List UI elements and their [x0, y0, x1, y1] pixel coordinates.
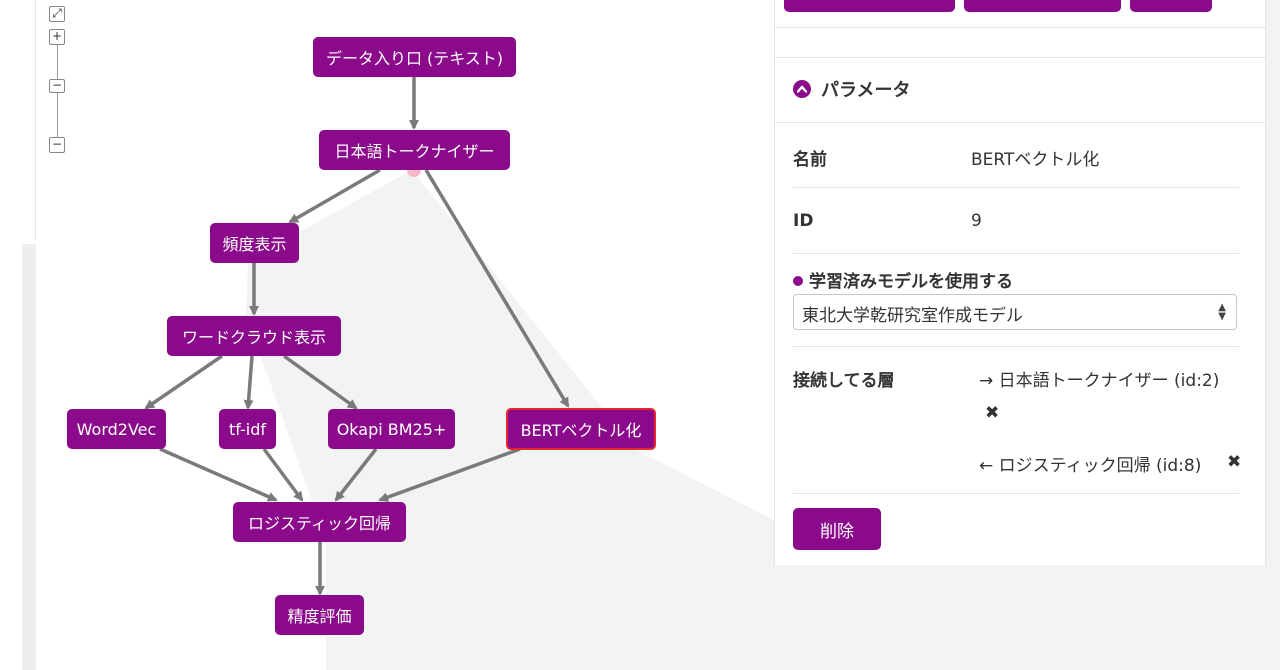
selected-model: 東北大学乾研究室作成モデル: [802, 306, 1023, 326]
node-bert-selected[interactable]: BERTベクトル化: [506, 408, 656, 450]
remove-connection-icon[interactable]: ✖: [1227, 452, 1242, 472]
divider: [775, 27, 1267, 28]
name-label: 名前: [793, 150, 827, 170]
node-tfidf[interactable]: tf-idf: [219, 409, 276, 449]
pretrained-model-select[interactable]: 東北大学乾研究室作成モデル ▲▼: [793, 294, 1237, 330]
graph-canvas[interactable]: ⤢ + − − データ入り口 (テキスト) 日本語トークナイザー 頻度表示 ワー…: [36, 0, 774, 670]
bullet-dot: [793, 276, 803, 286]
canvas-shadow: [246, 170, 774, 670]
zoom-in-icon[interactable]: +: [49, 29, 65, 45]
pretrained-model-label: 学習済みモデルを使用する: [793, 267, 1013, 292]
scrollbar-track[interactable]: [22, 244, 36, 670]
connection-tokenizer[interactable]: → 日本語トークナイザー (id:2): [979, 371, 1220, 391]
node-bm25[interactable]: Okapi BM25+: [328, 409, 455, 449]
toolbar-button-1[interactable]: [784, 0, 955, 12]
node-wordcloud[interactable]: ワードクラウド表示: [167, 316, 341, 356]
pretrained-model-label-text: 学習済みモデルを使用する: [809, 272, 1013, 292]
select-arrows-icon: ▲▼: [1218, 302, 1226, 322]
toolbar-button-3[interactable]: [1130, 0, 1212, 12]
section-title: パラメータ: [821, 80, 911, 101]
row-divider: [793, 187, 1239, 188]
row-divider: [793, 346, 1239, 347]
toolbar-button-2[interactable]: [964, 0, 1121, 12]
parameter-panel: パラメータ 名前 BERTベクトル化 ID 9 学習済みモデルを使用する 東北大…: [774, 0, 1267, 565]
divider: [775, 57, 1267, 58]
connection-logreg[interactable]: ← ロジスティック回帰 (id:8): [979, 456, 1202, 476]
parameter-section-header[interactable]: パラメータ: [793, 76, 910, 102]
node-logistic-regression[interactable]: ロジスティック回帰: [233, 502, 406, 542]
row-divider: [793, 253, 1239, 254]
divider: [775, 122, 1267, 123]
id-label: ID: [793, 211, 814, 231]
node-tokenizer[interactable]: 日本語トークナイザー: [319, 130, 510, 170]
zoom-slider[interactable]: [57, 44, 58, 144]
zoom-out-icon[interactable]: −: [49, 137, 65, 153]
node-data-input[interactable]: データ入り口 (テキスト): [313, 37, 516, 77]
name-value: BERTベクトル化: [971, 150, 1100, 170]
left-gutter: [0, 0, 36, 240]
delete-button[interactable]: 削除: [793, 508, 881, 550]
connections-label: 接続してる層: [793, 371, 895, 391]
row-divider: [793, 493, 1239, 494]
zoom-handle[interactable]: −: [49, 79, 65, 93]
node-word2vec[interactable]: Word2Vec: [67, 409, 166, 449]
id-value: 9: [971, 211, 982, 231]
fit-view-icon[interactable]: ⤢: [49, 6, 65, 22]
node-frequency[interactable]: 頻度表示: [210, 223, 299, 263]
chevron-up-icon[interactable]: [793, 80, 811, 98]
remove-connection-icon[interactable]: ✖: [985, 403, 1000, 423]
node-accuracy-eval[interactable]: 精度評価: [275, 595, 364, 635]
